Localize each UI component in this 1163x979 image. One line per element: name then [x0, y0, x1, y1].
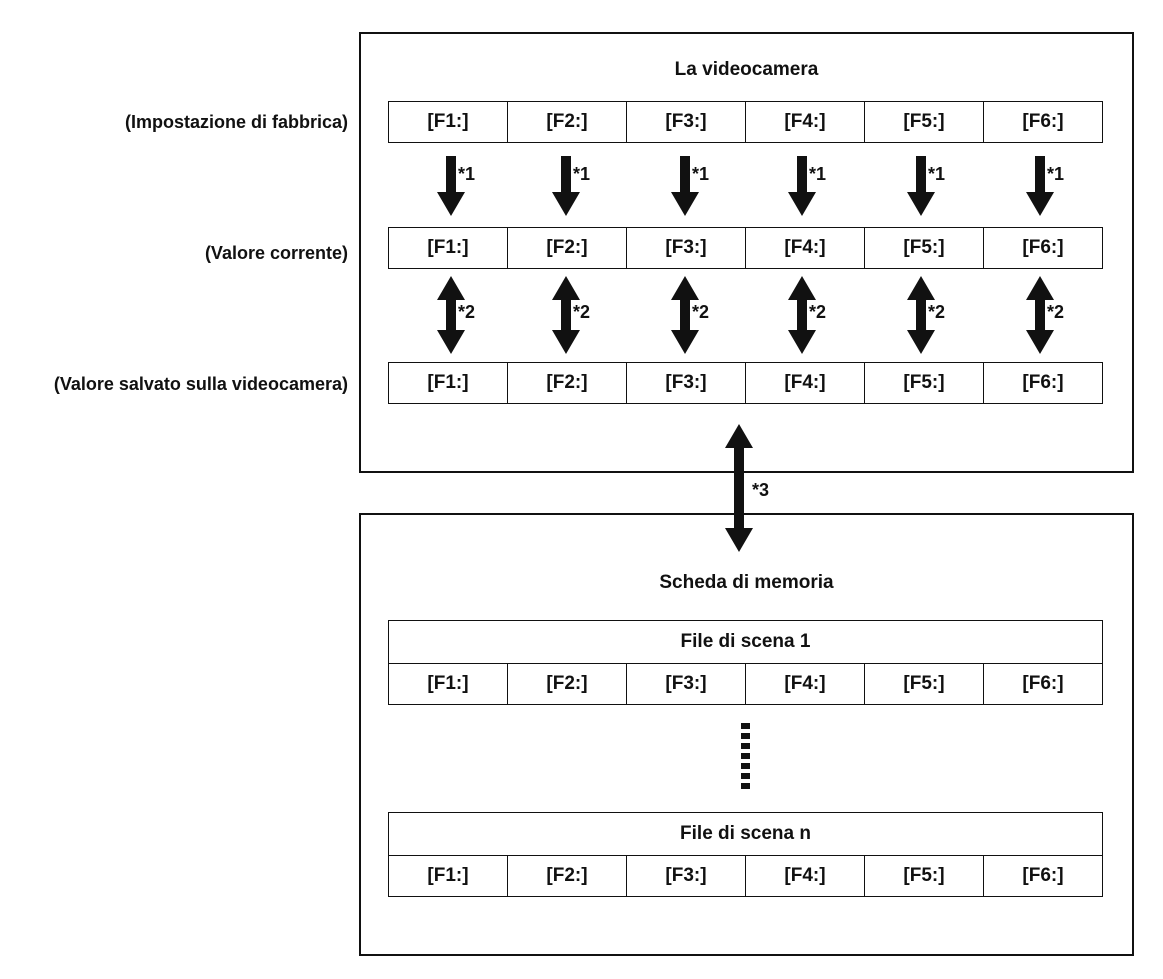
- note-2-f2: *2: [573, 302, 591, 322]
- note-1-f2: *1: [573, 164, 591, 184]
- factory-cell-f1: [F1:]: [427, 111, 469, 132]
- scenen-cell-f6: [F6:]: [983, 856, 1102, 896]
- saved-cell-f6: [F6:]: [983, 363, 1102, 403]
- scene-file-n-header: File di scena n: [388, 812, 1103, 855]
- scene1-cell-f1: [F1:]: [427, 673, 469, 694]
- note-2-f4: *2: [809, 302, 827, 322]
- scene-file-1-row: [F1:] [F2:] [F3:] [F4:] [F5:] [F6:]: [388, 663, 1103, 705]
- scenen-cell-f2: [F2:]: [507, 856, 626, 896]
- factory-cell-f4: [F4:]: [745, 102, 864, 142]
- down-arrow-f4: [788, 156, 816, 216]
- note-1-f3: *1: [692, 164, 710, 184]
- saved-value-row: [F1:] [F2:] [F3:] [F4:] [F5:] [F6:]: [388, 362, 1103, 404]
- factory-cell-f2: [F2:]: [507, 102, 626, 142]
- scene1-cell-f2: [F2:]: [507, 664, 626, 704]
- note-2-f3: *2: [692, 302, 710, 322]
- note-3: *3: [752, 480, 770, 500]
- scene-file-n-row: [F1:] [F2:] [F3:] [F4:] [F5:] [F6:]: [388, 855, 1103, 897]
- scenen-cell-f1: [F1:]: [427, 865, 469, 886]
- note-2-f6: *2: [1047, 302, 1065, 322]
- saved-cell-f3: [F3:]: [626, 363, 745, 403]
- row-label-current-value: (Valore corrente): [204, 243, 348, 263]
- row-label-saved-value: (Valore salvato sulla videocamera): [53, 374, 348, 394]
- saved-cell-f4: [F4:]: [745, 363, 864, 403]
- scene1-cell-f6: [F6:]: [983, 664, 1102, 704]
- current-cell-f2: [F2:]: [507, 228, 626, 268]
- down-arrow-f5: [907, 156, 935, 216]
- current-cell-f6: [F6:]: [983, 228, 1102, 268]
- down-arrow-f1: [437, 156, 465, 216]
- double-arrow-f1: [437, 276, 465, 354]
- down-arrow-f6: [1026, 156, 1054, 216]
- scene1-cell-f3: [F3:]: [626, 664, 745, 704]
- factory-settings-row: [F1:] [F2:] [F3:] [F4:] [F5:] [F6:]: [388, 101, 1103, 143]
- current-cell-f1: [F1:]: [427, 237, 469, 258]
- note-2-f1: *2: [458, 302, 476, 322]
- note-1-f6: *1: [1047, 164, 1065, 184]
- down-arrow-f2: [552, 156, 580, 216]
- double-arrow-camera-memory: [725, 424, 753, 552]
- row-label-factory-default: (Impostazione di fabbrica): [124, 112, 348, 132]
- camera-title: La videocamera: [674, 59, 819, 80]
- scene-file-1-header: File di scena 1: [388, 620, 1103, 663]
- factory-cell-f3: [F3:]: [626, 102, 745, 142]
- scenen-cell-f5: [F5:]: [864, 856, 983, 896]
- down-arrow-f3: [671, 156, 699, 216]
- note-2-f5: *2: [928, 302, 946, 322]
- saved-cell-f2: [F2:]: [507, 363, 626, 403]
- double-arrow-f5: [907, 276, 935, 354]
- current-value-row: [F1:] [F2:] [F3:] [F4:] [F5:] [F6:]: [388, 227, 1103, 269]
- saved-cell-f1: [F1:]: [427, 372, 469, 393]
- factory-cell-f6: [F6:]: [983, 102, 1102, 142]
- double-arrow-f2: [552, 276, 580, 354]
- note-1-f5: *1: [928, 164, 946, 184]
- double-arrow-f4: [788, 276, 816, 354]
- double-arrow-f3: [671, 276, 699, 354]
- memory-card-title: Scheda di memoria: [659, 572, 834, 593]
- factory-cell-f5: [F5:]: [864, 102, 983, 142]
- double-arrow-f6: [1026, 276, 1054, 354]
- current-cell-f3: [F3:]: [626, 228, 745, 268]
- scenen-cell-f3: [F3:]: [626, 856, 745, 896]
- ellipsis-dots: [741, 723, 750, 789]
- saved-cell-f5: [F5:]: [864, 363, 983, 403]
- scene1-cell-f5: [F5:]: [864, 664, 983, 704]
- scene1-cell-f4: [F4:]: [745, 664, 864, 704]
- note-1-f4: *1: [809, 164, 827, 184]
- memory-card-panel: [359, 513, 1134, 956]
- note-1-f1: *1: [458, 164, 476, 184]
- current-cell-f5: [F5:]: [864, 228, 983, 268]
- camera-panel: [359, 32, 1134, 473]
- current-cell-f4: [F4:]: [745, 228, 864, 268]
- scenen-cell-f4: [F4:]: [745, 856, 864, 896]
